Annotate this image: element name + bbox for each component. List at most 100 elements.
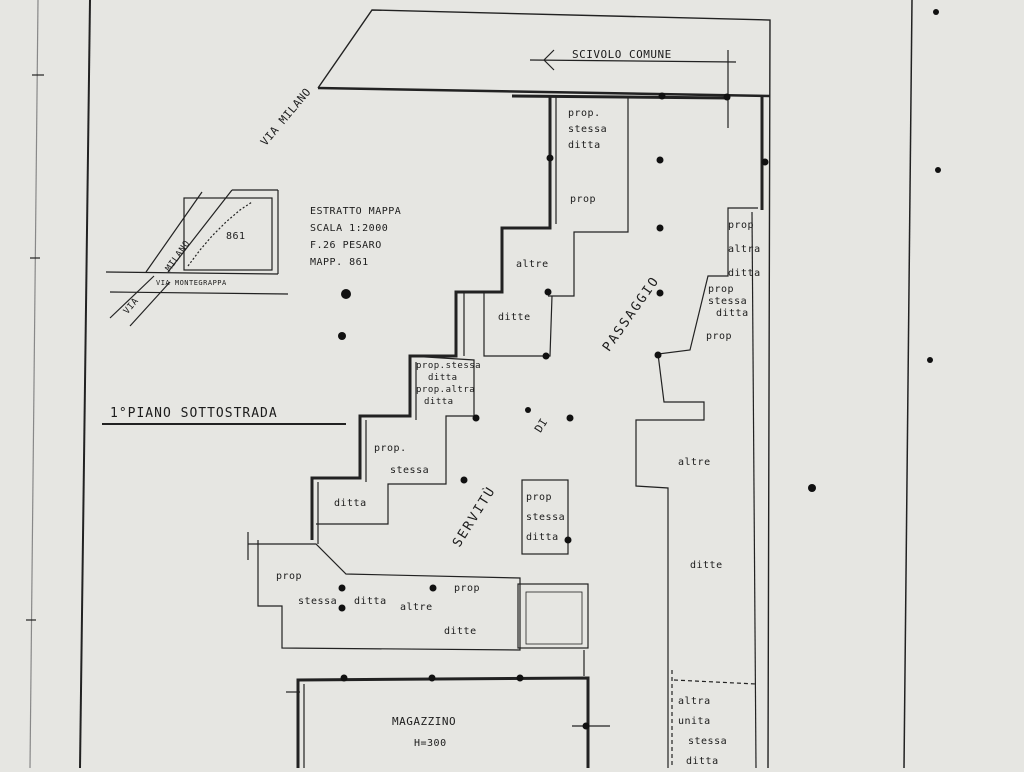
frame-right-line <box>903 0 913 768</box>
column-marker <box>428 674 436 682</box>
column-marker <box>516 674 524 682</box>
ink-speck <box>933 9 939 15</box>
property-outline <box>317 9 771 768</box>
column-marker <box>656 156 664 164</box>
column-marker <box>544 288 552 296</box>
room-line: ditta <box>686 756 719 767</box>
column-marker <box>338 604 346 612</box>
room-label: ditte <box>690 560 723 571</box>
scivolo-comune-label: SCIVOLO COMUNE <box>572 48 672 61</box>
frame-left-line <box>79 0 91 768</box>
room-line: stessa <box>390 465 430 476</box>
column-marker <box>460 476 468 484</box>
room-line: prop. <box>374 443 407 454</box>
column-marker <box>338 584 346 592</box>
street-line <box>145 191 203 273</box>
room-boundary <box>316 355 475 525</box>
room-label: prop <box>454 583 481 594</box>
room-boundary <box>483 291 553 357</box>
parcel-number: 861 <box>226 231 246 242</box>
scivolo-arrow-line <box>529 59 737 63</box>
room-line: stessa <box>526 512 566 523</box>
room-label: altre <box>516 259 549 270</box>
room-label: prop.stessa ditta prop.altra ditta <box>416 360 481 408</box>
room-boundary <box>248 540 521 651</box>
room-line: prop.altra <box>416 385 476 395</box>
room-label: prop. stessa <box>374 438 429 482</box>
magazzino-label: MAGAZZINO <box>392 715 457 728</box>
room-line: ditta <box>728 268 761 279</box>
column-marker <box>656 289 664 297</box>
room-label: altre <box>678 457 711 468</box>
room-line: stessa <box>688 736 728 747</box>
street-line <box>109 291 289 295</box>
floor-title: 1°PIANO SOTTOSTRADA <box>110 406 278 421</box>
street-line <box>167 189 233 273</box>
right-inner-wall <box>751 211 757 768</box>
column-marker <box>582 722 590 730</box>
room-line: prop <box>708 284 735 295</box>
room-label: ditta <box>334 498 367 509</box>
column-marker <box>429 584 437 592</box>
column-marker <box>656 224 664 232</box>
room-label: prop stessa ditta <box>708 284 749 320</box>
room-boundary-right <box>635 207 758 768</box>
column-markers <box>338 9 941 730</box>
extract-line: F.26 PESARO <box>310 240 382 251</box>
room-label: altre <box>400 602 433 613</box>
ink-speck <box>927 357 933 363</box>
room-line: ditta <box>568 140 601 151</box>
parcel-hatching <box>187 201 253 267</box>
room-boundary <box>548 96 629 297</box>
magazzino-height: H=300 <box>414 738 447 749</box>
room-boundary <box>517 583 589 649</box>
room-label: prop <box>276 571 303 582</box>
column-marker <box>723 93 731 101</box>
column-marker <box>761 158 769 166</box>
dashed-boundary <box>673 679 757 685</box>
room-label: prop <box>706 331 733 342</box>
room-line: prop <box>526 492 553 503</box>
column-marker <box>340 674 348 682</box>
parcel-861 <box>183 197 273 271</box>
room-line: ditta <box>428 373 458 383</box>
column-marker <box>566 414 574 422</box>
room-line: prop. <box>568 108 601 119</box>
room-line: ditta <box>424 397 454 407</box>
extract-line: SCALA 1:2000 <box>310 223 389 234</box>
room-line: prop.stessa <box>416 361 482 371</box>
stepped-wall <box>310 96 552 540</box>
ink-speck <box>808 484 816 492</box>
left-margin-line <box>29 0 39 768</box>
top-wall-inner <box>511 94 731 100</box>
street-line <box>109 275 155 319</box>
room-line: unita <box>678 716 711 727</box>
column-marker <box>658 92 666 100</box>
room-label: ditte <box>498 312 531 323</box>
room-line: prop <box>728 220 755 231</box>
room-label: prop. stessa ditta <box>568 106 607 154</box>
street-line <box>129 281 171 327</box>
room-label: altra unita stessa ditta <box>678 692 727 772</box>
room-label: ditta <box>354 596 387 607</box>
top-wall <box>317 86 771 98</box>
column-marker <box>542 352 550 360</box>
extract-line: MAPP. 861 <box>310 257 369 268</box>
room-line: ditta <box>716 308 749 319</box>
magazzino-walls <box>296 676 590 768</box>
column-marker <box>654 351 662 359</box>
ink-speck <box>338 332 346 340</box>
room-line: ditta <box>526 532 559 543</box>
scivolo-arrow-head <box>543 49 555 71</box>
map-extract-info: ESTRATTO MAPPA SCALA 1:2000 F.26 PESARO … <box>310 203 401 271</box>
room-boundary <box>521 479 569 555</box>
room-line: stessa <box>568 124 608 135</box>
ink-speck <box>341 289 351 299</box>
street-line <box>105 271 279 275</box>
room-label: stessa <box>298 596 338 607</box>
room-label: prop altra ditta <box>728 214 761 286</box>
extract-line: ESTRATTO MAPPA <box>310 206 402 217</box>
montegrappa-label: VIA MONTEGRAPPA <box>156 279 227 287</box>
